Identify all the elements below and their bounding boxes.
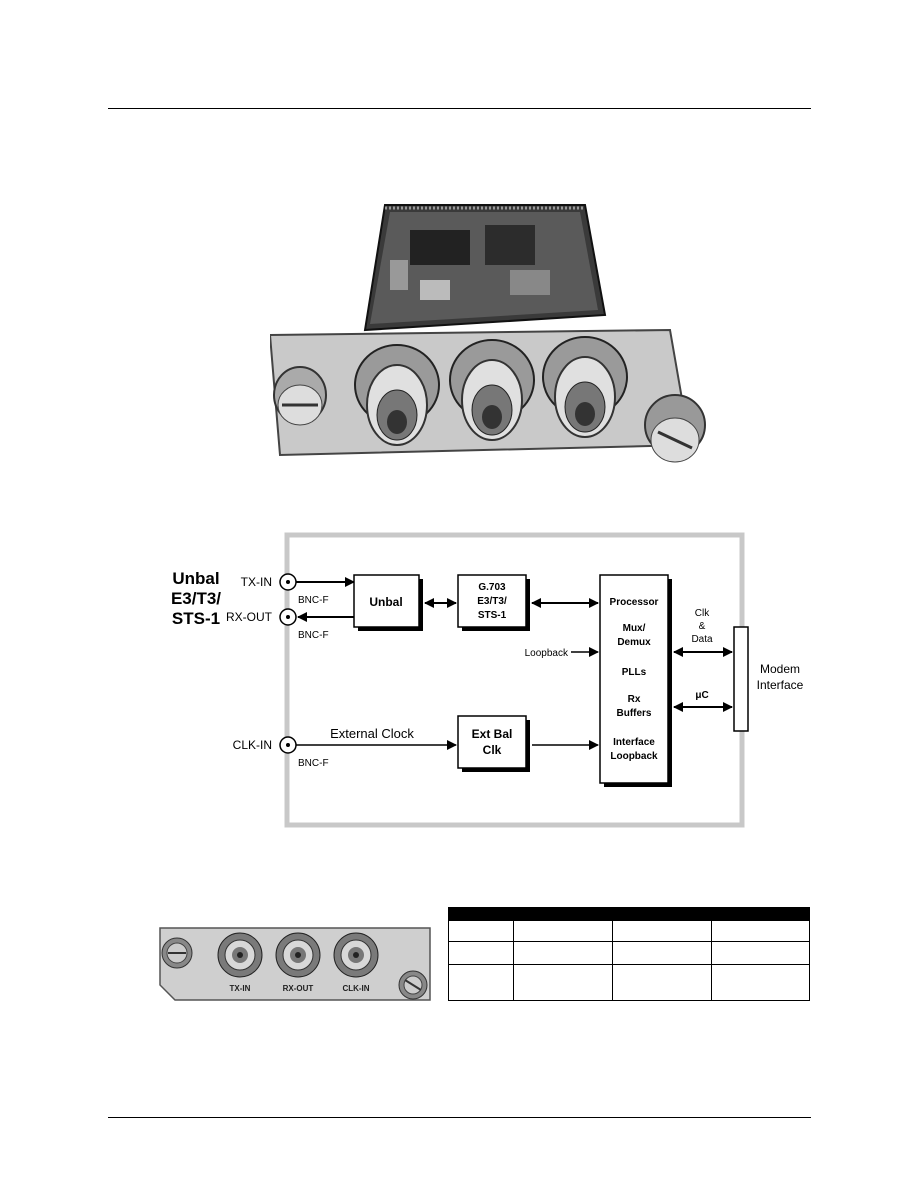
table-row <box>448 920 810 942</box>
table-cell <box>612 964 712 1001</box>
table-row <box>448 941 810 965</box>
block-diagram: Unbal E3/T3/ STS-1 TX-IN BNC-F RX-OUT BN… <box>171 532 804 828</box>
svg-text:Interface: Interface <box>613 737 655 748</box>
footer-rule <box>108 1117 811 1118</box>
modem-interface-bar <box>733 626 749 732</box>
table-header-row <box>448 907 810 921</box>
unbal-title-3: STS-1 <box>172 609 220 628</box>
table-cell <box>711 964 810 1001</box>
rx-out-label: RX-OUT <box>226 610 273 624</box>
svg-text:Loopback: Loopback <box>610 751 658 762</box>
table-cell <box>513 941 613 965</box>
table-cell <box>448 941 514 965</box>
svg-text:Demux: Demux <box>617 637 651 648</box>
svg-text:μC: μC <box>695 690 708 701</box>
clk-in-port <box>333 932 379 978</box>
unbal-title-1: Unbal <box>172 569 219 588</box>
table-cell <box>612 941 712 965</box>
svg-text:Mux/: Mux/ <box>623 623 646 634</box>
svg-text:Interface: Interface <box>757 678 804 692</box>
unbal-title-2: E3/T3/ <box>171 589 221 608</box>
table-row <box>448 964 810 1001</box>
ext-bal-clk-block <box>457 715 527 769</box>
faceplate-photo: TX-IN RX-OUT CLK-IN <box>159 927 431 1001</box>
svg-text:Rx: Rx <box>628 694 641 705</box>
rx-out-port <box>275 932 321 978</box>
svg-text:Buffers: Buffers <box>616 708 651 719</box>
svg-text:STS-1: STS-1 <box>478 610 507 621</box>
faceplate-clk-in-label: CLK-IN <box>342 984 369 993</box>
table-header-cell <box>448 907 514 921</box>
clk-in-label: CLK-IN <box>233 738 272 752</box>
svg-text:E3/T3/: E3/T3/ <box>477 596 507 607</box>
table-cell <box>612 920 712 942</box>
svg-text:Clk: Clk <box>695 608 710 619</box>
table-header-cell <box>711 907 810 921</box>
clk-in-bnc-label: BNC-F <box>298 758 329 769</box>
tx-in-port <box>217 932 263 978</box>
table-header-cell <box>513 907 613 921</box>
faceplate-rx-out-label: RX-OUT <box>283 984 314 993</box>
table-cell <box>711 941 810 965</box>
svg-text:Processor: Processor <box>610 597 659 608</box>
table-cell <box>711 920 810 942</box>
svg-text:Clk: Clk <box>483 743 502 757</box>
faceplate-tx-in-label: TX-IN <box>230 984 251 993</box>
table-cell <box>513 964 613 1001</box>
svg-text:G.703: G.703 <box>478 582 506 593</box>
processor-block <box>599 574 669 784</box>
svg-text:PLLs: PLLs <box>622 667 647 678</box>
table-cell <box>448 964 514 1001</box>
external-clock-label: External Clock <box>330 726 414 741</box>
connector-table <box>448 907 810 1001</box>
table-cell <box>448 920 514 942</box>
rx-out-bnc-label: BNC-F <box>298 630 329 641</box>
svg-text:Ext Bal: Ext Bal <box>472 727 513 741</box>
module-photo <box>270 204 706 463</box>
modem-interface-label: Modem <box>760 662 800 676</box>
g703-block <box>457 574 527 628</box>
header-rule <box>108 108 811 109</box>
tx-in-label: TX-IN <box>241 575 272 589</box>
table-cell <box>513 920 613 942</box>
table-header-cell <box>612 907 712 921</box>
svg-text:Data: Data <box>691 634 713 645</box>
svg-text:Unbal: Unbal <box>369 595 402 609</box>
loopback-label: Loopback <box>525 648 569 659</box>
tx-in-bnc-label: BNC-F <box>298 595 329 606</box>
svg-text:&: & <box>699 621 706 632</box>
unbal-block <box>353 574 420 628</box>
